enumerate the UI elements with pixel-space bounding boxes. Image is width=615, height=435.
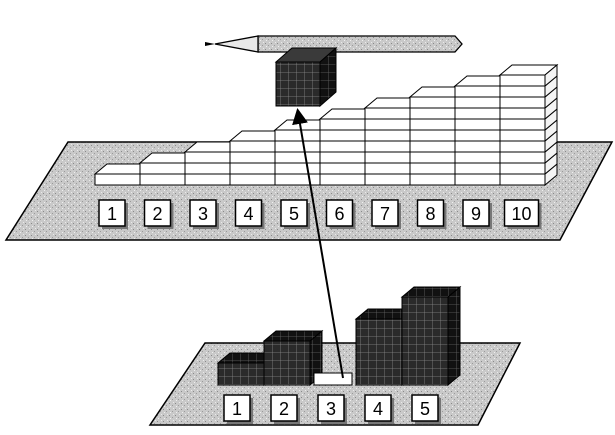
slab: [320, 119, 365, 130]
lower-label-1: 1: [224, 395, 253, 424]
slab: [410, 130, 455, 141]
slab: [500, 174, 545, 185]
label-text: 3: [326, 399, 336, 419]
slab: [275, 141, 320, 152]
label-text: 7: [380, 204, 390, 224]
slab: [455, 152, 500, 163]
slab: [500, 86, 545, 97]
slab: [185, 152, 230, 163]
upper-label-3: 3: [190, 200, 219, 229]
slab: [455, 97, 500, 108]
label-text: 1: [232, 399, 242, 419]
empty-slot: [314, 373, 352, 385]
upper-label-8: 8: [418, 200, 447, 229]
label-text: 4: [373, 399, 383, 419]
slab: [140, 163, 185, 174]
slab: [500, 141, 545, 152]
lower-column-3: [314, 373, 352, 385]
slab: [230, 174, 275, 185]
slab: [410, 174, 455, 185]
slab: [275, 174, 320, 185]
lower-label-2: 2: [271, 395, 300, 424]
label-text: 2: [152, 204, 162, 224]
slab: [140, 174, 185, 185]
lower-column-5: [402, 287, 460, 385]
slab: [275, 163, 320, 174]
label-text: 10: [511, 204, 531, 224]
slab: [230, 152, 275, 163]
upper-label-1: 1: [99, 200, 128, 229]
upper-label-2: 2: [145, 200, 174, 229]
label-text: 6: [334, 204, 344, 224]
slab: [365, 141, 410, 152]
slab: [320, 174, 365, 185]
slab: [410, 108, 455, 119]
slab: [95, 174, 140, 185]
lower-label-5: 5: [412, 395, 441, 424]
upper-label-4: 4: [236, 200, 265, 229]
slab: [365, 163, 410, 174]
lower-label-4: 4: [365, 395, 394, 424]
slab: [275, 130, 320, 141]
label-text: 1: [107, 204, 117, 224]
slab: [455, 163, 500, 174]
highlight-dark-block: [276, 48, 336, 106]
upper-label-9: 9: [463, 200, 492, 229]
slab: [455, 174, 500, 185]
slab: [455, 86, 500, 97]
upper-label-5: 5: [281, 200, 310, 229]
label-text: 5: [420, 399, 430, 419]
slab: [500, 152, 545, 163]
slab: [410, 97, 455, 108]
slab: [365, 119, 410, 130]
block-front: [356, 319, 402, 385]
slab: [320, 152, 365, 163]
slab: [500, 163, 545, 174]
slab: [320, 163, 365, 174]
upper-label-7: 7: [372, 200, 401, 229]
slab: [500, 108, 545, 119]
block-front: [402, 297, 448, 385]
slab: [410, 163, 455, 174]
slab: [365, 152, 410, 163]
label-text: 4: [243, 204, 253, 224]
slab: [230, 141, 275, 152]
upper-label-6: 6: [327, 200, 356, 229]
slab: [455, 141, 500, 152]
block-side: [448, 287, 460, 385]
slab: [320, 141, 365, 152]
label-text: 9: [471, 204, 481, 224]
slab: [185, 174, 230, 185]
lower-column-2: [264, 331, 322, 385]
slab: [275, 152, 320, 163]
slab: [185, 163, 230, 174]
slab: [455, 130, 500, 141]
slab: [410, 119, 455, 130]
slab: [410, 152, 455, 163]
upper-column-10: [500, 65, 557, 185]
slab: [230, 163, 275, 174]
slab: [365, 108, 410, 119]
slab: [500, 97, 545, 108]
slab: [455, 119, 500, 130]
lower-label-3: 3: [318, 395, 347, 424]
label-text: 2: [279, 399, 289, 419]
label-text: 5: [289, 204, 299, 224]
slab: [320, 130, 365, 141]
slab: [365, 174, 410, 185]
slab: [500, 75, 545, 86]
label-text: 3: [198, 204, 208, 224]
slab: [410, 141, 455, 152]
upper-label-10: 10: [505, 200, 542, 229]
slab: [455, 108, 500, 119]
label-text: 8: [425, 204, 435, 224]
slab: [500, 130, 545, 141]
slab: [365, 130, 410, 141]
block-front: [218, 363, 264, 385]
block-front: [264, 341, 310, 385]
slab: [500, 119, 545, 130]
